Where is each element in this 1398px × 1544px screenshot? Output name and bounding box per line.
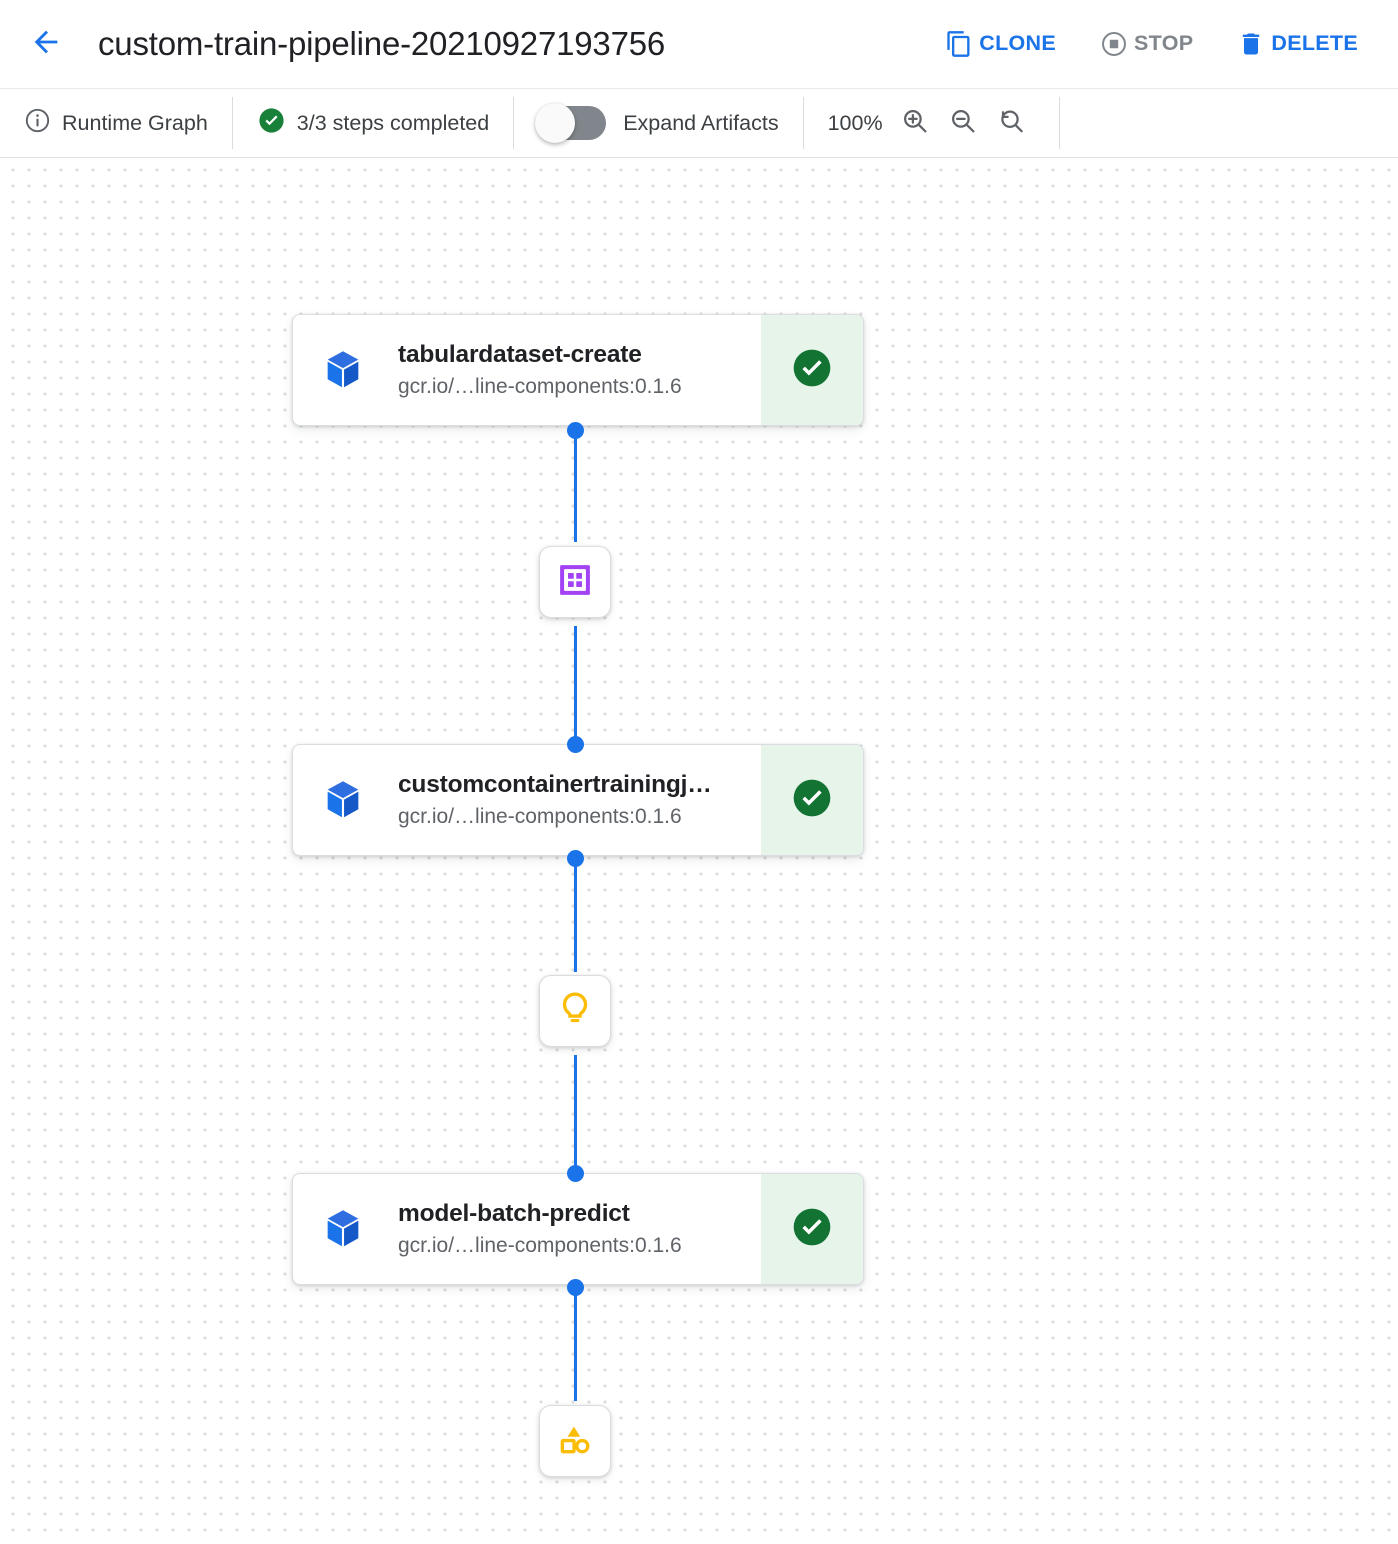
node2-input-port [567,736,584,753]
toolbar-divider-4 [1058,97,1060,149]
node-text: tabulardataset-create gcr.io/…line-compo… [398,339,682,401]
pipeline-graph-canvas[interactable]: tabulardataset-create gcr.io/…line-compo… [0,158,1398,1543]
runtime-graph-mode[interactable]: Runtime Graph [24,89,208,157]
clone-button-label: CLONE [979,31,1057,56]
zoom-out-icon [948,106,978,141]
header-actions: CLONE STOP DELETE [915,20,1372,68]
artifact-node-dataset[interactable] [539,546,611,618]
zoom-in-button[interactable] [891,99,939,147]
steps-status: 3/3 steps completed [257,89,489,157]
check-circle-icon [790,346,834,395]
node-body: customcontainertrainingj… gcr.io/…line-c… [293,745,761,855]
steps-status-label: 3/3 steps completed [296,110,490,135]
node-body: model-batch-predict gcr.io/…line-compone… [293,1174,761,1284]
node3-input-port [567,1165,584,1182]
edge-node3-to-artifact3 [574,1285,577,1401]
zoom-reset-button[interactable] [987,99,1035,147]
arrow-back-icon [29,25,63,64]
zoom-out-button[interactable] [939,99,987,147]
pipeline-node-tabulardataset-create[interactable]: tabulardataset-create gcr.io/…line-compo… [292,314,864,426]
artifact-node-model[interactable] [539,975,611,1047]
node-subtitle: gcr.io/…line-components:0.1.6 [398,374,682,398]
node-status-badge [761,1174,863,1284]
node1-output-port [567,422,584,439]
edge-artifact1-to-node2 [574,626,577,744]
node-subtitle: gcr.io/…line-components:0.1.6 [398,1233,682,1257]
node-text: model-batch-predict gcr.io/…line-compone… [398,1198,682,1260]
delete-button-label: DELETE [1271,31,1358,56]
check-circle-icon [790,1205,834,1254]
node-subtitle: gcr.io/…line-components:0.1.6 [398,804,682,828]
cube-icon [320,1206,366,1252]
node-title: tabulardataset-create [398,340,642,368]
edge-artifact2-to-node3 [574,1055,577,1173]
check-circle-icon [257,106,286,140]
toolbar-divider-1 [231,97,233,149]
stop-button[interactable]: STOP [1086,20,1207,68]
cube-icon [320,347,366,393]
trash-icon [1237,30,1265,58]
page-header: custom-train-pipeline-20210927193756 CLO… [0,0,1398,89]
node-body: tabulardataset-create gcr.io/…line-compo… [293,315,761,425]
toggle-knob [535,103,576,143]
lightbulb-icon [556,990,594,1033]
back-button[interactable] [22,20,70,68]
runtime-graph-label: Runtime Graph [62,110,208,135]
stop-button-label: STOP [1134,31,1194,56]
copy-icon [945,30,973,58]
node-title: customcontainertrainingj… [398,770,712,798]
shapes-icon [556,1420,594,1463]
dataset-grid-icon [556,561,594,604]
artifact-node-batch-prediction[interactable] [539,1405,611,1477]
graph-toolbar: Runtime Graph 3/3 steps completed Expand… [0,89,1398,158]
pipeline-node-model-batch-predict[interactable]: model-batch-predict gcr.io/…line-compone… [292,1173,864,1285]
node-title: model-batch-predict [398,1199,630,1227]
node3-output-port [567,1279,584,1296]
edge-node1-to-artifact1 [574,426,577,542]
node-status-badge [761,745,863,855]
pipeline-node-customcontainertrainingjob[interactable]: customcontainertrainingj… gcr.io/…line-c… [292,744,864,856]
zoom-level: 100% [827,110,883,135]
check-circle-icon [790,776,834,825]
stop-circle-icon [1100,30,1128,58]
expand-artifacts-label: Expand Artifacts [623,110,779,135]
zoom-in-icon [900,106,930,141]
page-title: custom-train-pipeline-20210927193756 [98,25,666,62]
clone-button[interactable]: CLONE [931,20,1070,68]
node-status-badge [761,315,863,425]
node-text: customcontainertrainingj… gcr.io/…line-c… [398,769,712,831]
toolbar-divider-2 [513,97,515,149]
cube-icon [320,777,366,823]
edge-node2-to-artifact2 [574,856,577,972]
toggle-track[interactable] [535,103,607,143]
toolbar-divider-3 [802,97,804,149]
node2-output-port [567,850,584,867]
delete-button[interactable]: DELETE [1223,20,1372,68]
expand-artifacts-toggle[interactable]: Expand Artifacts [535,103,779,143]
info-icon [24,107,51,139]
zoom-reset-icon [996,106,1026,141]
